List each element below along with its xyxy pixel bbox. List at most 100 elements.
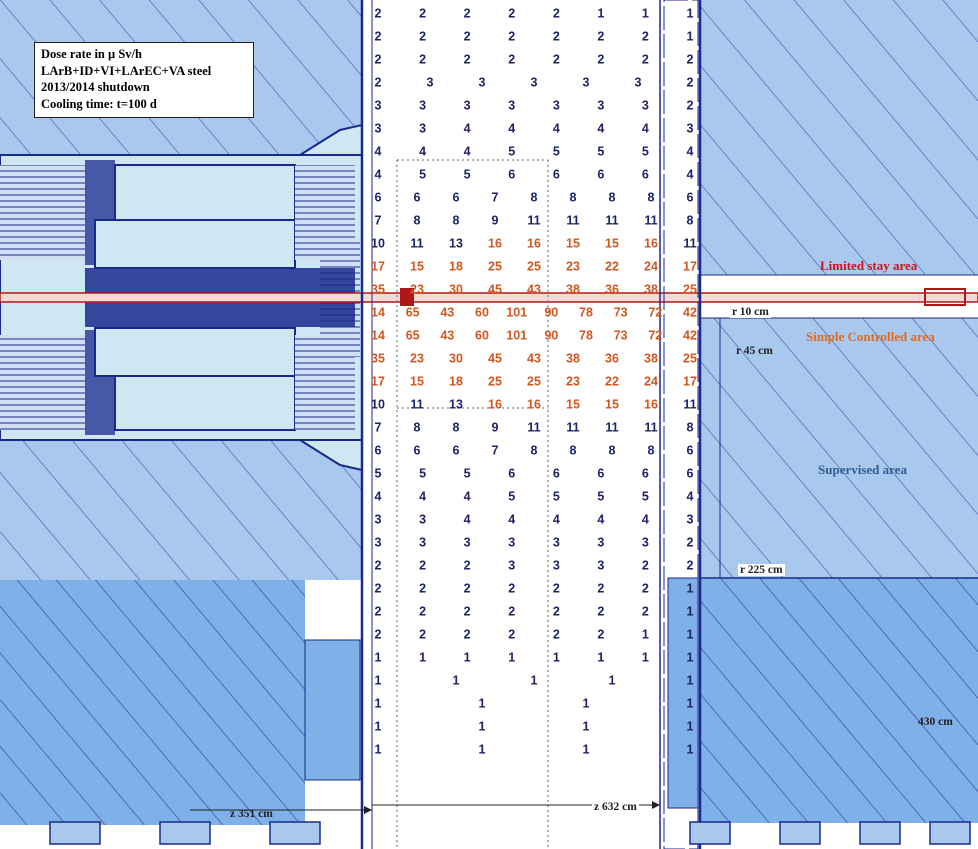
dose-value: 3 bbox=[687, 512, 694, 526]
z351-label: z 351 cm bbox=[230, 808, 273, 820]
dose-value: 2 bbox=[508, 52, 515, 66]
dose-value: 1 bbox=[687, 719, 694, 733]
dose-value: 2 bbox=[642, 52, 649, 66]
dose-value: 8 bbox=[570, 190, 577, 204]
dose-value: 16 bbox=[488, 236, 502, 250]
dose-value: 17 bbox=[371, 259, 385, 273]
dose-value: 1 bbox=[453, 673, 460, 687]
dose-value: 45 bbox=[488, 282, 502, 296]
dose-value: 3 bbox=[464, 535, 471, 549]
dose-value: 6 bbox=[375, 443, 382, 457]
dose-value: 16 bbox=[644, 397, 658, 411]
dose-value: 2 bbox=[464, 52, 471, 66]
dose-value: 1 bbox=[375, 719, 382, 733]
dose-value: 10 bbox=[371, 236, 385, 250]
dose-value: 2 bbox=[687, 52, 694, 66]
dose-value: 2 bbox=[642, 604, 649, 618]
dose-value: 2 bbox=[597, 52, 604, 66]
dose-value: 2 bbox=[687, 75, 694, 89]
dose-value: 6 bbox=[375, 190, 382, 204]
dose-value: 2 bbox=[419, 604, 426, 618]
dose-value: 43 bbox=[440, 328, 454, 342]
dose-value: 4 bbox=[419, 489, 426, 503]
dose-value: 6 bbox=[508, 466, 515, 480]
dose-value: 22 bbox=[605, 259, 619, 273]
dose-value: 35 bbox=[371, 351, 385, 365]
dose-value: 7 bbox=[492, 190, 499, 204]
dose-value: 3 bbox=[375, 121, 382, 135]
dose-value: 2 bbox=[597, 581, 604, 595]
dose-value: 8 bbox=[453, 213, 460, 227]
dose-value: 38 bbox=[644, 351, 658, 365]
dose-value: 2 bbox=[375, 75, 382, 89]
dose-value: 15 bbox=[410, 374, 424, 388]
dose-value: 4 bbox=[464, 144, 471, 158]
dose-value: 4 bbox=[553, 121, 560, 135]
dose-value: 5 bbox=[508, 489, 515, 503]
r10-label: r 10 cm bbox=[730, 306, 771, 318]
legend-line-4: Cooling time: t=100 d bbox=[41, 96, 157, 111]
r45-label: r 45 cm bbox=[736, 345, 773, 357]
dose-value: 2 bbox=[464, 581, 471, 595]
dose-value: 90 bbox=[544, 328, 558, 342]
dose-value: 2 bbox=[419, 52, 426, 66]
dose-value: 2 bbox=[375, 627, 382, 641]
right-bottom-block bbox=[667, 577, 699, 809]
dose-value: 11 bbox=[683, 397, 696, 411]
dose-value: 2 bbox=[419, 627, 426, 641]
dose-value: 6 bbox=[553, 167, 560, 181]
dose-value: 11 bbox=[683, 236, 696, 250]
dose-value: 2 bbox=[687, 558, 694, 572]
left-bottom-shield bbox=[0, 580, 305, 825]
dose-value: 3 bbox=[479, 75, 486, 89]
dose-value: 25 bbox=[488, 374, 502, 388]
dose-value: 5 bbox=[597, 489, 604, 503]
dose-value: 8 bbox=[531, 443, 538, 457]
dose-value: 4 bbox=[464, 121, 471, 135]
dose-value: 4 bbox=[597, 121, 604, 135]
dose-value: 38 bbox=[566, 282, 580, 296]
dose-value: 15 bbox=[605, 236, 619, 250]
dose-value: 4 bbox=[375, 489, 382, 503]
dose-value: 4 bbox=[375, 167, 382, 181]
dose-value: 2 bbox=[464, 604, 471, 618]
dose-value: 3 bbox=[635, 75, 642, 89]
dose-value: 38 bbox=[644, 282, 658, 296]
dose-value: 4 bbox=[642, 512, 649, 526]
dose-value: 3 bbox=[427, 75, 434, 89]
dose-value: 1 bbox=[687, 696, 694, 710]
legend-box: Dose rate in µ Sv/h LArB+ID+VI+LArEC+VA … bbox=[34, 42, 254, 118]
dose-value: 60 bbox=[475, 305, 489, 319]
dose-value: 30 bbox=[449, 351, 463, 365]
limited-stay-label: Limited stay area bbox=[820, 258, 918, 273]
dose-value: 1 bbox=[479, 719, 486, 733]
dose-value: 5 bbox=[597, 144, 604, 158]
dose-value: 42 bbox=[683, 305, 697, 319]
dose-value: 15 bbox=[566, 236, 580, 250]
dose-value: 36 bbox=[605, 351, 619, 365]
dose-value: 2 bbox=[508, 581, 515, 595]
dose-value: 11 bbox=[527, 213, 540, 227]
dose-value: 6 bbox=[597, 466, 604, 480]
dose-value: 72 bbox=[648, 305, 662, 319]
dose-value: 4 bbox=[642, 121, 649, 135]
dose-value: 72 bbox=[648, 328, 662, 342]
dose-value: 2 bbox=[642, 558, 649, 572]
dose-value: 3 bbox=[597, 535, 604, 549]
dose-value: 2 bbox=[375, 29, 382, 43]
dose-value: 1 bbox=[464, 650, 471, 664]
dose-value: 2 bbox=[553, 604, 560, 618]
legend-line-1: Dose rate in µ Sv/h bbox=[41, 47, 142, 61]
dose-value: 5 bbox=[508, 144, 515, 158]
dose-value: 6 bbox=[414, 443, 421, 457]
dose-value: 4 bbox=[508, 121, 515, 135]
dose-value: 3 bbox=[508, 558, 515, 572]
dose-value: 90 bbox=[544, 305, 558, 319]
z632-arrow bbox=[652, 801, 660, 809]
dose-value: 4 bbox=[687, 167, 694, 181]
dose-value: 2 bbox=[375, 52, 382, 66]
dose-value: 17 bbox=[371, 374, 385, 388]
dose-value: 43 bbox=[527, 351, 541, 365]
dose-value: 11 bbox=[566, 213, 579, 227]
